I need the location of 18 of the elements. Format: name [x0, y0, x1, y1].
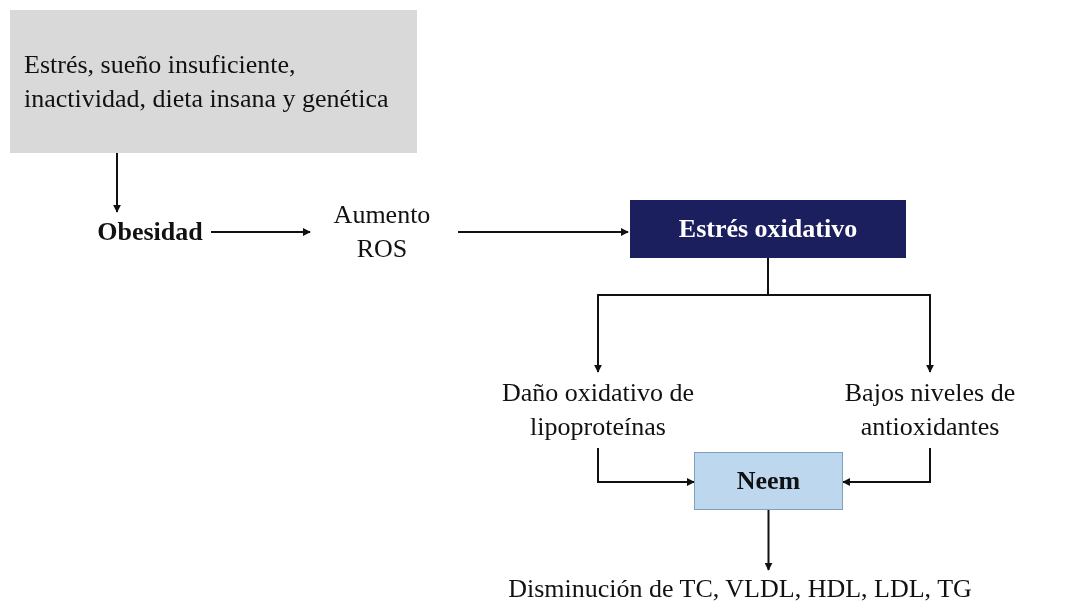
treatment-box: [694, 452, 843, 510]
effect-label: Daño oxidativo de lipoproteínas: [500, 377, 696, 443]
process-label: Aumento ROS: [332, 199, 432, 265]
arrow: [842, 447, 931, 486]
arrow: [767, 257, 934, 373]
arrow: [597, 447, 695, 486]
node-text: Estrés oxidativo: [678, 213, 858, 246]
arrow: [113, 152, 121, 213]
arrow: [457, 228, 629, 236]
node-text: Estrés, sueño insuficiente, inactividad, dieta insana y genética: [24, 48, 390, 115]
arrow: [764, 509, 773, 571]
outcome-label: Disminución de TC, VLDL, HDL, LDL, TG: [508, 573, 972, 606]
condition-label: Obesidad: [97, 216, 203, 249]
arrow: [210, 228, 311, 236]
process-box: [630, 200, 906, 258]
effect-label: Bajos niveles de antioxidantes: [843, 377, 1017, 443]
node-text: Neem: [736, 465, 801, 498]
cause-box: [10, 10, 417, 153]
